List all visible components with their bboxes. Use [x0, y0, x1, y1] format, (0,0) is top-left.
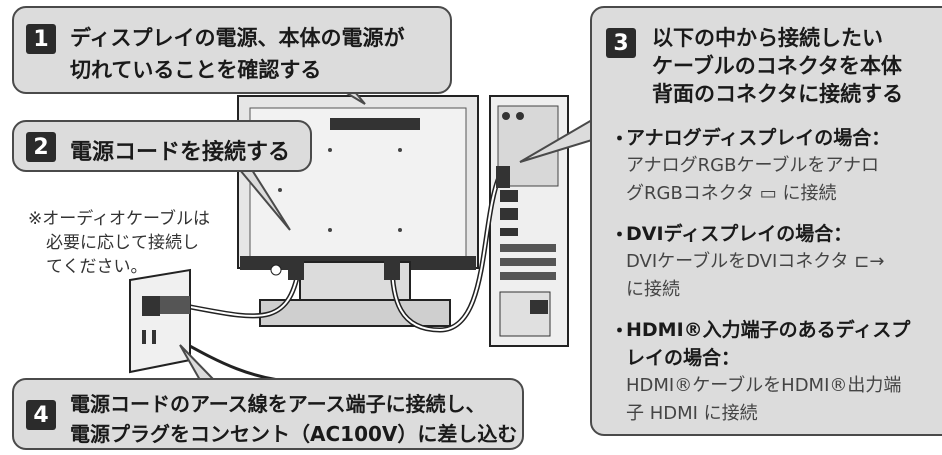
connection-options: ・ アナログディスプレイの場合： アナログRGBケーブルをアナロ グRGBコネク… — [610, 124, 942, 440]
option-heading: HDMI®入力端子のあるディスプ — [626, 319, 911, 341]
list-item: ・ DVIディスプレイの場合： DVIケーブルをDVIコネクタ ⊏→ に接続 — [610, 220, 942, 304]
step1-bubble: 1 ディスプレイの電源、本体の電源が 切れていることを確認する — [12, 6, 452, 94]
list-item: ・ アナログディスプレイの場合： アナログRGBケーブルをアナロ グRGBコネク… — [610, 124, 942, 208]
step3-title-line3: 背面のコネクタに接続する — [652, 82, 904, 106]
option-body: DVIケーブルをDVIコネクタ ⊏→ — [626, 251, 885, 272]
step-number: 3 — [606, 28, 636, 58]
option-heading: アナログディスプレイの場合： — [626, 127, 891, 149]
option-heading: レイの場合： — [626, 347, 741, 369]
step2-line1: 電源コードを接続する — [70, 140, 291, 165]
wall-outlet — [129, 268, 191, 374]
option-body: グRGBコネクタ ▭ に接続 — [626, 183, 837, 204]
step3-title-line2: ケーブルのコネクタを本体 — [652, 54, 902, 78]
step4-line1: 電源コードのアース線をアース端子に接続し、 — [70, 392, 486, 416]
step2-bubble: 2 電源コードを接続する — [12, 120, 312, 172]
pc-tower — [489, 95, 569, 347]
note-line3: てください。 — [46, 257, 148, 277]
option-heading: DVIディスプレイの場合： — [626, 223, 853, 245]
option-body: アナログRGBケーブルをアナロ — [626, 155, 880, 176]
step1-line2: 切れていることを確認する — [70, 58, 322, 82]
option-body: に接続 — [626, 279, 680, 300]
step4-bubble: 4 電源コードのアース線をアース端子に接続し、 電源プラグをコンセント（AC10… — [12, 378, 524, 450]
step-number: 2 — [26, 132, 56, 162]
step-number: 4 — [26, 400, 56, 430]
step3-bubble: 3 以下の中から接続したい ケーブルのコネクタを本体 背面のコネクタに接続する … — [590, 6, 942, 436]
note-line1: ※オーディオケーブルは — [28, 209, 211, 229]
step-number: 1 — [26, 24, 56, 54]
step3-title-line1: 以下の中から接続したい — [652, 26, 883, 50]
option-body: 子 HDMI に接続 — [626, 403, 758, 424]
step4-line2: 電源プラグをコンセント（AC100V）に差し込む — [70, 422, 518, 446]
list-item: ・ HDMI®入力端子のあるディスプ レイの場合： HDMI®ケーブルをHDMI… — [610, 316, 942, 428]
step1-line1: ディスプレイの電源、本体の電源が — [70, 26, 405, 50]
step3-title: 以下の中から接続したい ケーブルのコネクタを本体 背面のコネクタに接続する — [652, 24, 903, 108]
audio-note: ※オーディオケーブルは 必要に応じて接続し てください。 — [28, 207, 238, 279]
note-line2: 必要に応じて接続し — [46, 233, 199, 253]
option-body: HDMI®ケーブルをHDMI®出力端 — [626, 375, 902, 396]
